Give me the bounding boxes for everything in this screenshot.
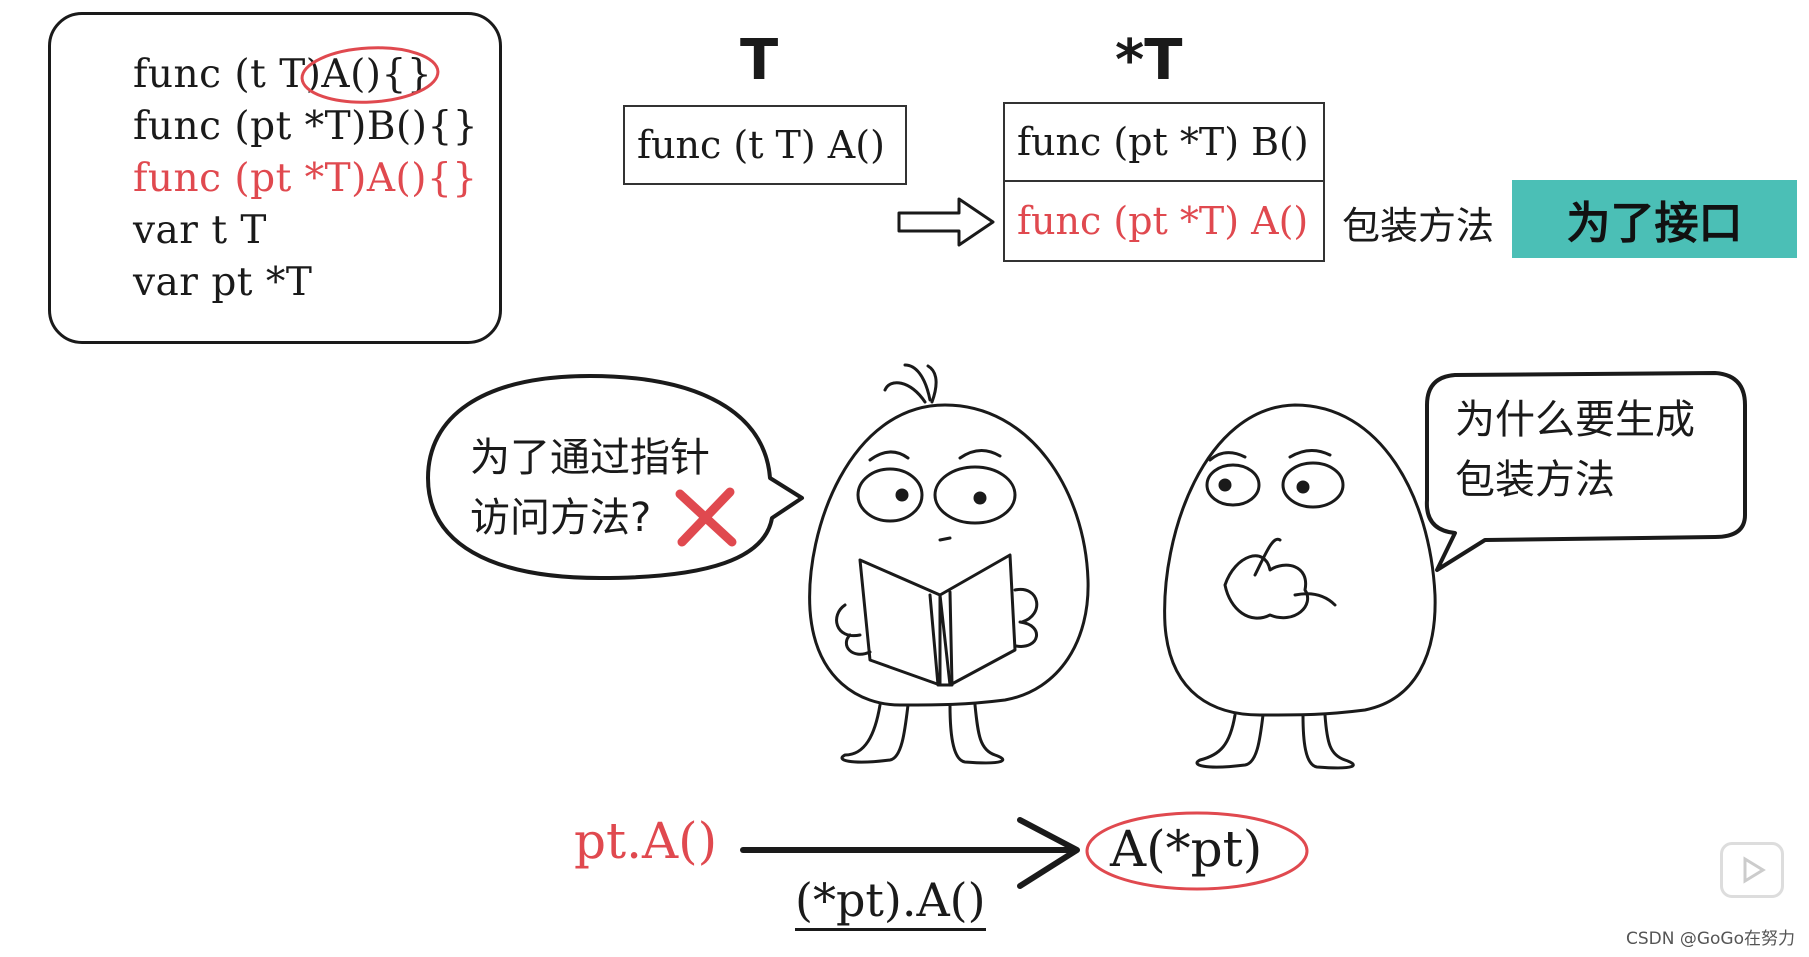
call-source: pt.A() <box>574 812 718 870</box>
code-line-2: func (pt *T)B(){} <box>133 104 479 149</box>
call-arrow-icon <box>740 817 1080 889</box>
left-speech-bubble <box>426 374 804 580</box>
wrapper-method-label: 包装方法 <box>1342 204 1495 248</box>
receiver-highlight-circle <box>300 46 440 104</box>
code-line-1: func (t T)A(){} <box>133 52 433 97</box>
code-box <box>48 12 502 344</box>
right-bubble-line-1: 为什么要生成 <box>1455 397 1695 443</box>
code-line-5: var pt *T <box>133 260 313 305</box>
thinking-egg-character-illustration <box>1163 403 1437 770</box>
play-icon[interactable] <box>1720 842 1784 898</box>
type-label-t: T <box>740 28 779 93</box>
ptr-t-method-a: func (pt *T) A() <box>1003 180 1325 262</box>
reading-egg-character-illustration <box>808 363 1090 765</box>
ptr-t-method-b: func (pt *T) B() <box>1003 102 1325 182</box>
right-bubble-line-2: 包装方法 <box>1455 457 1615 503</box>
left-bubble-line-1: 为了通过指针 <box>470 435 710 481</box>
interface-badge: 为了接口 <box>1512 180 1797 258</box>
call-via-deref: (*pt).A() <box>795 873 986 931</box>
call-target: A(*pt) <box>1110 820 1263 878</box>
code-line-4: var t T <box>133 208 267 253</box>
t-method-a: func (t T) A() <box>623 105 907 185</box>
watermark: CSDN @GoGo在努力 <box>1625 929 1795 949</box>
code-line-3: func (pt *T)A(){} <box>133 156 478 201</box>
generate-arrow-icon <box>897 197 995 247</box>
cross-icon <box>675 487 737 547</box>
right-speech-bubble <box>1424 371 1747 572</box>
call-target-circle <box>1085 811 1309 891</box>
type-label-ptr-t: *T <box>1115 28 1183 93</box>
left-bubble-line-2: 访问方法? <box>470 495 652 541</box>
